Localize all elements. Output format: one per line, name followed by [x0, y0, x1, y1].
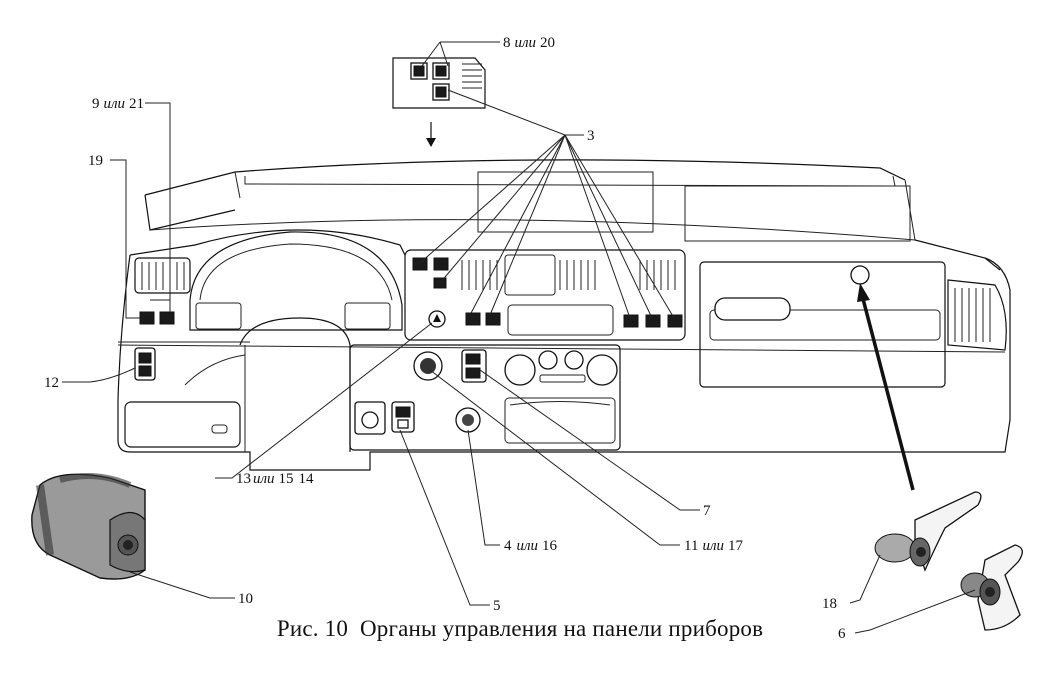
- caption-title: Органы управления на панели приборов: [359, 616, 764, 641]
- lower-left-box: [124, 401, 241, 448]
- component-6-lighter: [960, 544, 1023, 631]
- component-18-socket: [874, 491, 982, 572]
- inset-switch-block: [392, 57, 486, 147]
- figure-caption: Рис. 10 Органы управления на панели приб…: [0, 616, 1040, 642]
- label-3: 3: [587, 128, 595, 144]
- instrument-cluster: [184, 231, 403, 452]
- label-12: 12: [44, 375, 59, 391]
- label-7: 7: [703, 503, 711, 519]
- label-5: 5: [493, 598, 501, 614]
- label-6: 6: [838, 626, 846, 642]
- caption-figure-number: Рис. 10: [276, 616, 349, 641]
- label-10: 10: [238, 591, 253, 607]
- label-18: 18: [822, 596, 837, 612]
- switch-12: [134, 347, 156, 381]
- socket-arrow: [857, 283, 915, 491]
- left-vent: [134, 257, 191, 325]
- lower-controls: [349, 344, 621, 451]
- glove-box: [684, 185, 946, 388]
- leader-lines: [62, 41, 976, 634]
- center-console: [404, 171, 686, 341]
- component-10-switch-unit: [31, 473, 146, 580]
- label-19: 19: [88, 153, 103, 169]
- dashboard-body: [117, 159, 1011, 471]
